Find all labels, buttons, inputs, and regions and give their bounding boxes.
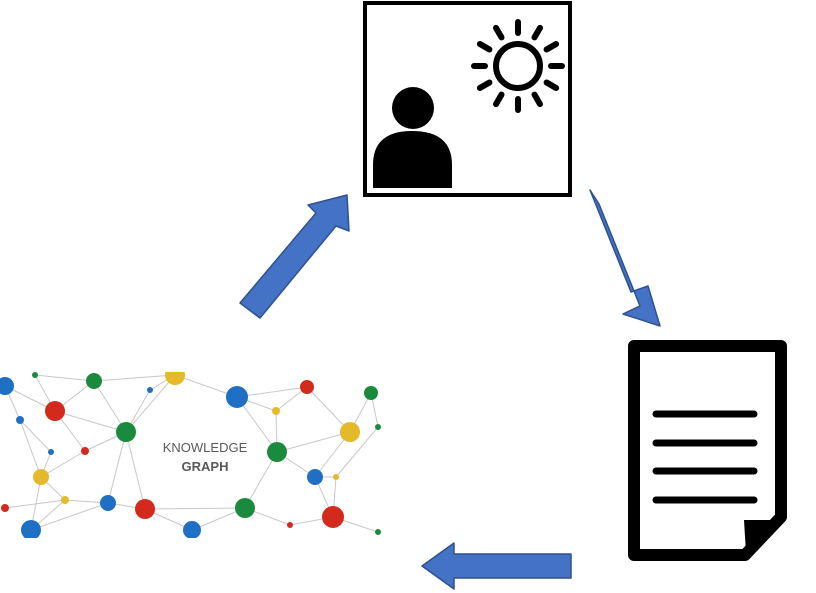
graph-node [165, 372, 185, 385]
graph-node [272, 407, 280, 415]
graph-node [183, 521, 201, 538]
graph-node [375, 424, 381, 430]
graph-node [226, 386, 248, 408]
arrow-graph-to-person [239, 194, 350, 319]
graph-edge [107, 431, 127, 504]
graph-node [116, 422, 136, 442]
person-sun-node [363, 1, 572, 197]
graph-node [61, 496, 69, 504]
graph-edge [93, 380, 127, 433]
sun-ray [476, 79, 493, 91]
sun-ray [493, 24, 505, 41]
graph-edge [335, 426, 379, 478]
graph-node [21, 520, 41, 538]
document-fold [744, 520, 778, 553]
graph-edge [125, 374, 176, 433]
graph-node [300, 380, 314, 394]
graph-node [135, 499, 155, 519]
graph-node [81, 447, 89, 455]
knowledge-graph-node: KNOWLEDGE GRAPH [0, 372, 381, 538]
graph-edge [30, 502, 109, 531]
graph-edge [54, 410, 127, 433]
graph-edge [276, 431, 351, 453]
graph-node [86, 373, 102, 389]
graph-node [267, 442, 287, 462]
knowledge-graph-nodes [0, 372, 381, 538]
graph-edge [4, 499, 66, 509]
graph-node [48, 449, 54, 455]
graph-node [340, 422, 360, 442]
graph-node [100, 495, 116, 511]
graph-node [45, 401, 65, 421]
graph-edge [306, 386, 351, 433]
knowledge-graph-title-line2: GRAPH [182, 459, 229, 474]
graph-node [364, 386, 378, 400]
graph-node [1, 504, 9, 512]
graph-edge [40, 450, 86, 478]
sun-ray [543, 41, 560, 53]
document-node [628, 340, 787, 561]
graph-edge [144, 507, 246, 510]
graph-node [33, 469, 49, 485]
graph-node [235, 498, 255, 518]
graph-node [307, 469, 323, 485]
graph-edge [93, 374, 176, 382]
graph-edge [236, 386, 308, 398]
graph-edge [125, 431, 146, 510]
sun-ray [531, 24, 543, 41]
graph-edge [34, 374, 95, 382]
arrow-document-to-graph [421, 542, 572, 590]
sun-ray [493, 91, 505, 108]
graph-edge [19, 419, 42, 478]
sun-ray [476, 41, 493, 53]
knowledge-graph-title-line1: KNOWLEDGE [163, 440, 248, 455]
graph-node [16, 416, 24, 424]
sun-ray [543, 79, 560, 91]
document-lines [652, 410, 758, 504]
arrow-person-to-document [589, 189, 661, 327]
graph-node [147, 387, 153, 393]
graph-node [0, 377, 14, 395]
sun-icon [471, 19, 565, 113]
sun-ray [531, 91, 543, 108]
graph-node [322, 506, 344, 528]
graph-node [333, 474, 339, 480]
graph-node [375, 529, 381, 535]
graph-edge [236, 396, 278, 453]
graph-edge [19, 419, 52, 453]
graph-edge [244, 451, 278, 509]
person-icon [373, 87, 452, 188]
graph-node [32, 372, 38, 378]
graph-node [287, 522, 293, 528]
